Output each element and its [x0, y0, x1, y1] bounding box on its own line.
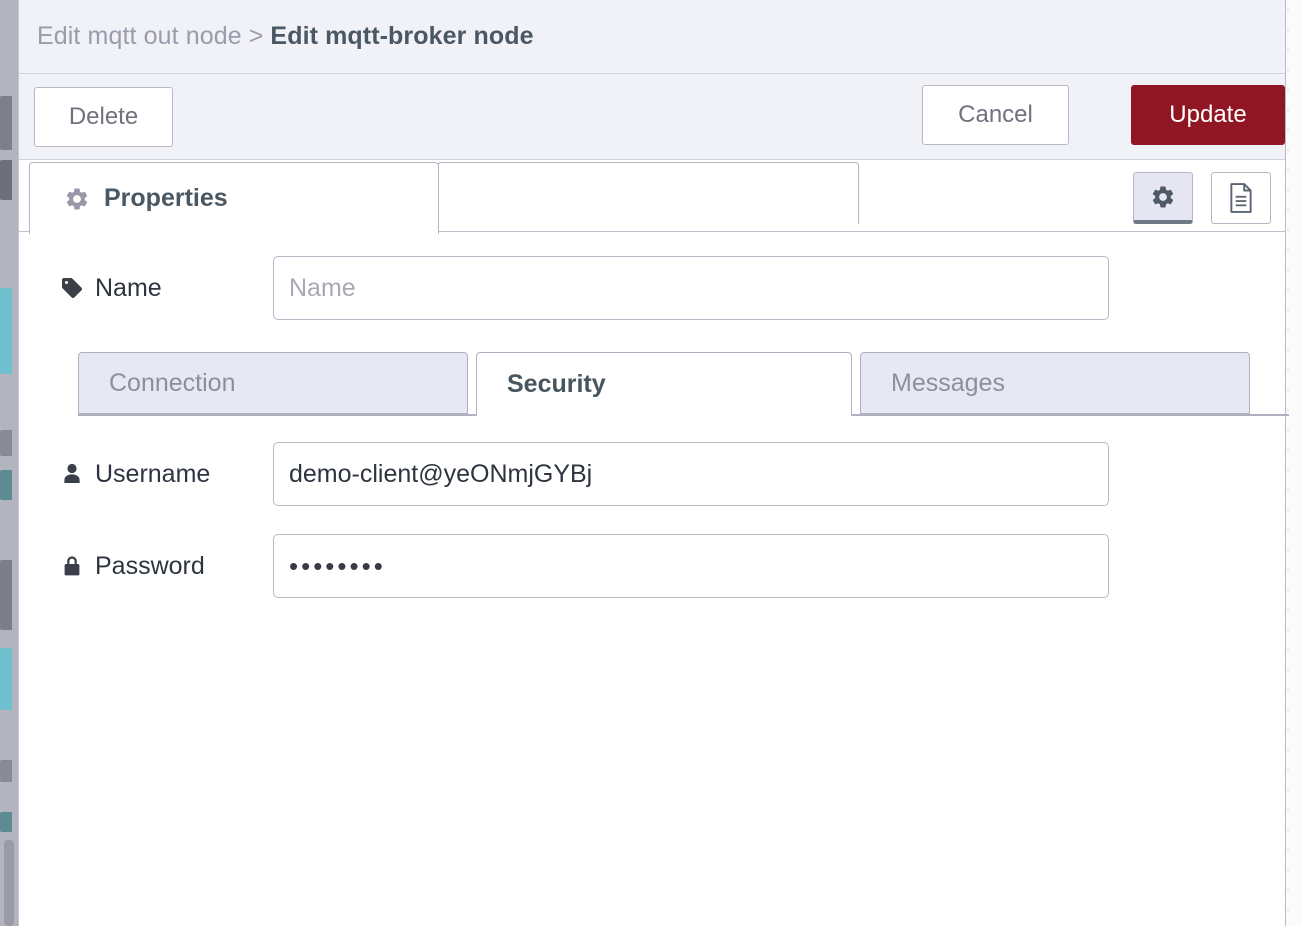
- form-row-password: Password: [59, 534, 1109, 598]
- canvas-scrollbar-thumb[interactable]: [4, 840, 14, 926]
- palette-node-fragment: [0, 560, 12, 630]
- tab-edit-properties-button[interactable]: [1133, 172, 1193, 224]
- palette-node-fragment: [0, 648, 12, 710]
- palette-node-fragment: [0, 160, 12, 200]
- breadcrumb-parent[interactable]: Edit mqtt out node: [37, 22, 242, 50]
- user-icon: [59, 462, 85, 486]
- palette-node-fragment: [0, 430, 12, 456]
- tab-description-button[interactable]: [1211, 172, 1271, 224]
- password-label: Password: [59, 552, 273, 581]
- tabstrip-divider: [19, 231, 1285, 232]
- name-label-text: Name: [95, 273, 162, 302]
- username-input[interactable]: [273, 442, 1109, 506]
- breadcrumb: Edit mqtt out node>Edit mqtt-broker node: [37, 22, 534, 51]
- security-subtab-bar: Connection Security Messages: [78, 352, 1289, 416]
- form-row-username: Username: [59, 442, 1109, 506]
- breadcrumb-current: Edit mqtt-broker node: [270, 22, 534, 50]
- dialog-header: Edit mqtt out node>Edit mqtt-broker node: [19, 0, 1285, 74]
- cancel-button[interactable]: Cancel: [922, 85, 1069, 145]
- gear-icon: [64, 186, 90, 212]
- password-input[interactable]: [273, 534, 1109, 598]
- tab-placeholder: [437, 162, 859, 224]
- name-input[interactable]: [273, 256, 1109, 320]
- palette-node-fragment: [0, 288, 12, 374]
- palette-node-fragment: [0, 96, 12, 150]
- document-icon: [1228, 183, 1254, 213]
- tag-icon: [59, 276, 85, 300]
- tab-properties[interactable]: Properties: [29, 162, 439, 234]
- tab-properties-label: Properties: [104, 184, 228, 212]
- breadcrumb-separator: >: [248, 22, 264, 50]
- form-row-name: Name: [59, 256, 1109, 320]
- name-label: Name: [59, 274, 273, 303]
- gear-icon: [1150, 184, 1176, 210]
- delete-button[interactable]: Delete: [34, 87, 173, 147]
- dialog-toolbar: Delete Cancel Update: [19, 74, 1285, 160]
- properties-form: Name Connection Security Messages: [19, 232, 1289, 925]
- palette-sliver: [0, 0, 18, 926]
- subtab-connection[interactable]: Connection: [78, 352, 468, 414]
- palette-node-fragment: [0, 812, 12, 832]
- subtab-security[interactable]: Security: [476, 352, 852, 416]
- username-label: Username: [59, 460, 273, 489]
- username-label-text: Username: [95, 459, 211, 488]
- edit-node-dialog: Edit mqtt out node>Edit mqtt-broker node…: [18, 0, 1289, 926]
- palette-node-fragment: [0, 470, 12, 500]
- palette-node-fragment: [0, 760, 12, 782]
- dialog-tabstrip: Properties: [19, 160, 1285, 234]
- lock-icon: [59, 554, 85, 578]
- password-label-text: Password: [95, 551, 205, 580]
- subtab-messages[interactable]: Messages: [860, 352, 1250, 414]
- update-button[interactable]: Update: [1131, 85, 1285, 145]
